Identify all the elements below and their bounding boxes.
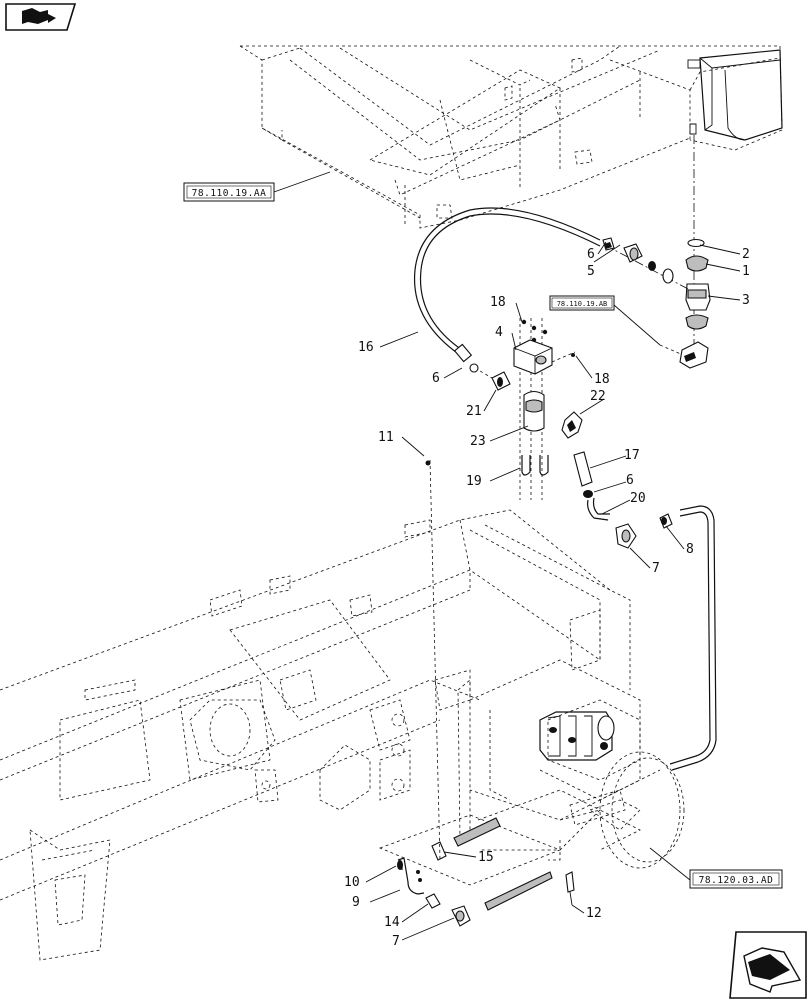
- callout-6-lower: 6: [626, 473, 634, 488]
- callout-6-upper: 6: [587, 247, 595, 262]
- ref-box-78-110-19-aa[interactable]: 78.110.19.AA: [183, 171, 331, 202]
- lower-fittings: [378, 459, 575, 927]
- leader-lines: [365, 241, 741, 941]
- ref-label-aa: 78.110.19.AA: [192, 188, 267, 199]
- callout-7-lower: 7: [392, 934, 400, 949]
- callout-23: 23: [470, 434, 486, 449]
- callout-4: 4: [495, 325, 503, 340]
- ref-label-ad: 78.120.03.AD: [699, 875, 774, 886]
- callout-14: 14: [384, 915, 400, 930]
- callout-21: 21: [466, 404, 482, 419]
- callout-15: 15: [478, 850, 494, 865]
- callout-7-upper: 7: [652, 561, 660, 576]
- callout-18-upper: 18: [490, 295, 506, 310]
- right-fitting-stack: [679, 135, 711, 369]
- upper-tank-frame: [239, 45, 783, 229]
- hose-16: [413, 207, 601, 363]
- right-long-hose: [669, 505, 717, 771]
- callout-10: 10: [344, 875, 360, 890]
- callout-11: 11: [378, 430, 394, 445]
- callout-20: 20: [630, 491, 646, 506]
- ref-box-78-120-03-ad[interactable]: 78.120.03.AD: [649, 847, 783, 889]
- callout-3: 3: [742, 293, 750, 308]
- central-valve-block: [469, 318, 583, 500]
- callout-1: 1: [742, 264, 750, 279]
- callout-8: 8: [686, 542, 694, 557]
- chassis-frame: [0, 509, 631, 961]
- callout-12: 12: [586, 906, 602, 921]
- callout-22: 22: [590, 389, 606, 404]
- callout-17: 17: [624, 448, 640, 463]
- callout-2: 2: [742, 247, 750, 262]
- callout-6-mid: 6: [432, 371, 440, 386]
- hose-17-assembly: [573, 451, 673, 549]
- next-page-arrow-icon[interactable]: [729, 931, 807, 999]
- upper-fitting-row: [602, 237, 691, 291]
- callout-5: 5: [587, 264, 595, 279]
- lower-valve-bank: [434, 609, 685, 869]
- ref-box-78-110-19-ab[interactable]: 78.110.19.AB: [549, 295, 691, 359]
- callout-9: 9: [352, 895, 360, 910]
- callout-18-lower: 18: [594, 372, 610, 387]
- callout-labels: 2 1 3 6 5 18 4 16 6 18 21 22 23 11 17 6 …: [344, 247, 750, 949]
- callout-19: 19: [466, 474, 482, 489]
- callout-16: 16: [358, 340, 374, 355]
- ref-label-ab: 78.110.19.AB: [557, 300, 608, 308]
- book-navigation-icon[interactable]: [5, 3, 77, 31]
